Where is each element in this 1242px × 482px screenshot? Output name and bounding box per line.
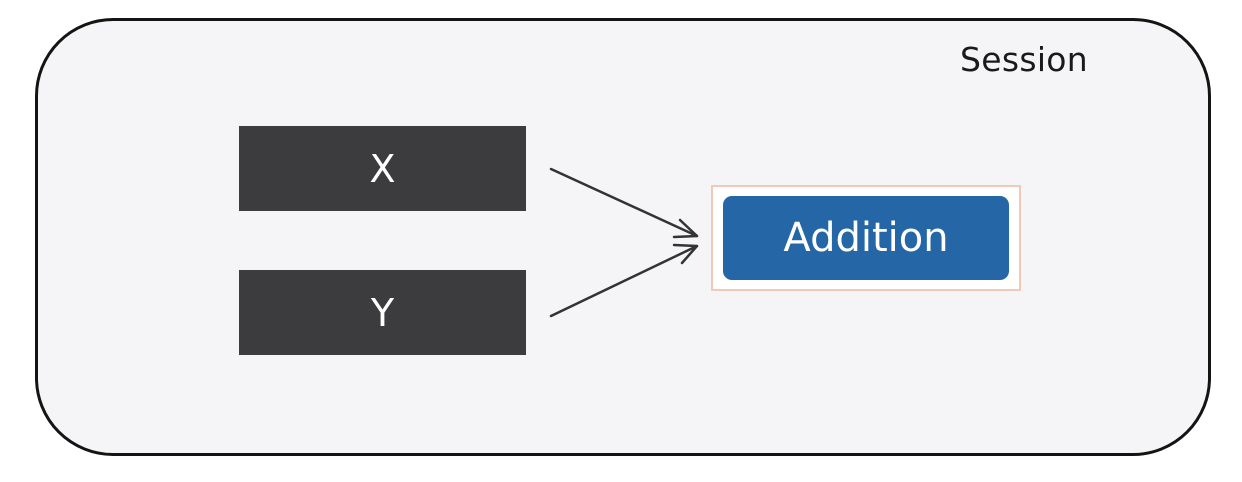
session-label: Session [960, 40, 1089, 79]
session-container [35, 18, 1211, 456]
input-node-y[interactable]: Y [239, 270, 526, 355]
input-node-x[interactable]: X [239, 126, 526, 211]
addition-node-button[interactable]: Addition [723, 196, 1009, 280]
